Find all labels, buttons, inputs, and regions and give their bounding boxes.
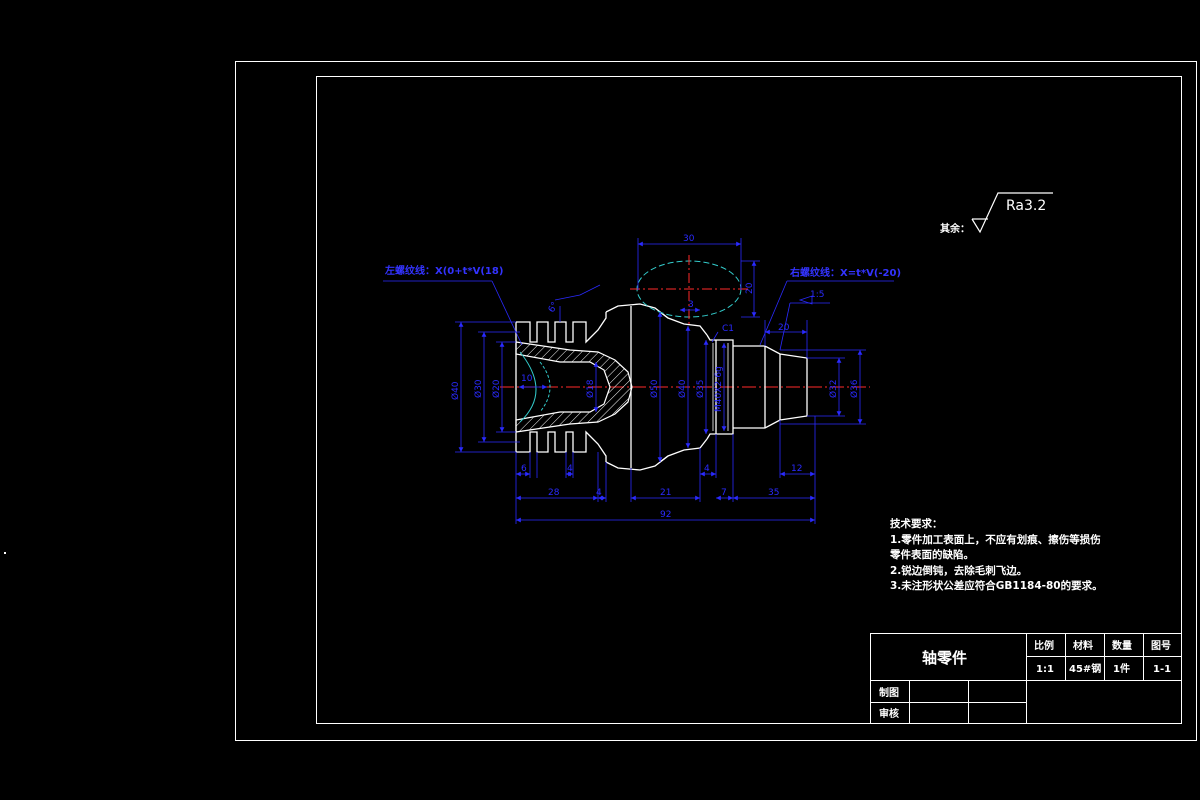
dim-horiz-12: 12 [791,464,802,474]
dim-horiz-35: 35 [768,488,779,498]
value-scale: 1:1 [1036,664,1054,675]
label-left-thread: 左螺纹线：X(0+t*V(18) [384,264,503,277]
dim-horiz-28: 28 [548,488,560,498]
dim-horiz-7: 7 [721,488,727,498]
tech-title: 技术要求： [890,518,943,530]
stray-dot [4,552,6,554]
value-drawing-no: 1-1 [1153,664,1171,675]
shaft-body [515,303,808,471]
dim-dia-40b: Ø40 [677,379,688,398]
header-material: 材料 [1073,639,1093,652]
dim-horiz-6: 6 [521,464,527,474]
dim-dia-30: Ø30 [473,379,484,398]
dim-dia-36: Ø36 [849,379,860,398]
value-quantity: 1件 [1113,662,1130,675]
dimension-texts: 30 20 3 6° 1:5 C1 20 左螺纹线：X(0+t*V(18) 右螺… [384,234,901,520]
dim-dia-50: Ø50 [649,379,660,398]
surface-finish-prefix: 其余： [940,222,970,235]
dim-angle: 6° [547,301,561,315]
title-block [870,633,1182,724]
dim-total: 92 [660,510,671,520]
dim-dia-20: Ø20 [491,379,502,398]
label-taper: 1:5 [810,290,824,300]
header-drawing-no: 图号 [1151,640,1171,652]
dim-top-width: 30 [683,234,695,244]
drawn-by-label: 制图 [879,686,899,699]
dim-horiz-4c: 4 [704,464,710,474]
value-material: 45#钢 [1069,662,1101,675]
tech-line-1: 1.零件加工表面上，不应有划痕、擦伤等损伤 [890,533,1101,546]
dim-top-height: 20 [745,282,755,294]
dim-small-top: 3 [688,300,694,310]
header-quantity: 数量 [1112,639,1132,652]
dim-dia-40: Ø40 [450,381,461,400]
tech-line-2: 零件表面的缺陷。 [890,549,974,561]
dim-dia-35: Ø35 [695,379,706,398]
surface-finish-symbol: 其余： Ra3.2 [940,192,1053,235]
part-name: 轴零件 [922,649,967,667]
surface-finish-value: Ra3.2 [1006,198,1046,214]
dim-horiz-4a: 4 [567,464,573,474]
label-thread-spec: M40X2-6g [714,366,724,412]
tech-line-4: 3.未注形状公差应符合GB1184-80的要求。 [890,580,1103,592]
inner-border [316,76,1182,724]
outer-border [235,61,1197,741]
label-chamfer: C1 [722,324,734,334]
checked-by-label: 审核 [879,707,899,720]
dim-dia-18: Ø18 [585,379,596,398]
dim-horiz-4b: 4 [596,488,602,498]
dim-horiz-21: 21 [660,488,671,498]
tech-line-3: 2.锐边倒钝，去除毛刺飞边。 [890,564,1028,577]
header-scale: 比例 [1034,639,1054,652]
label-right-thread: 右螺纹线：X=t*V(-20) [789,266,901,279]
dim-dia-32: Ø32 [828,379,839,398]
dim-radius-10: 10 [521,374,533,384]
tech-requirements: 技术要求： 1.零件加工表面上，不应有划痕、擦伤等损伤 零件表面的缺陷。 2.锐… [890,517,1190,595]
dim-right-span: 20 [778,323,790,333]
dimension-lines [383,238,894,524]
